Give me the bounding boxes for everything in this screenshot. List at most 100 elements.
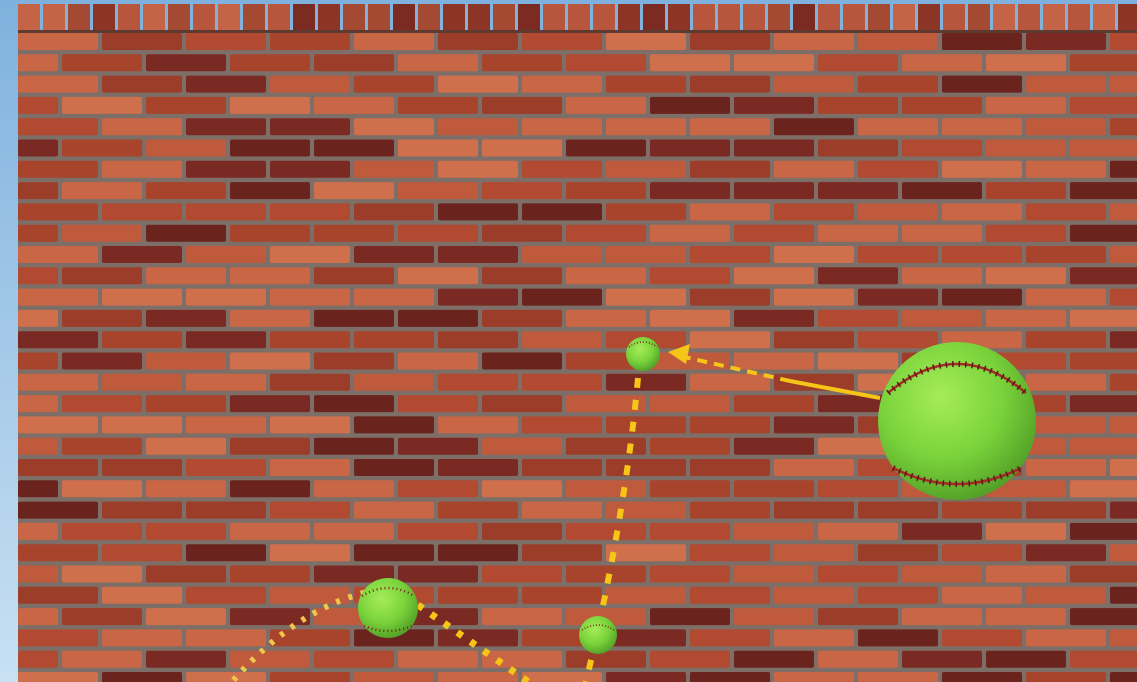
brick bbox=[1110, 161, 1137, 178]
brick bbox=[62, 225, 142, 242]
brick bbox=[146, 480, 226, 497]
brick bbox=[522, 289, 602, 306]
brick bbox=[186, 76, 266, 93]
brick bbox=[18, 374, 98, 391]
brick bbox=[774, 672, 854, 682]
brick bbox=[650, 395, 730, 412]
brick bbox=[230, 353, 310, 370]
brick bbox=[734, 353, 814, 370]
brick bbox=[186, 502, 266, 519]
brick bbox=[522, 416, 602, 433]
brick bbox=[230, 651, 310, 668]
brick bbox=[314, 182, 394, 199]
brick bbox=[354, 416, 434, 433]
cap-brick bbox=[68, 4, 90, 30]
brick bbox=[18, 651, 58, 668]
brick bbox=[566, 480, 646, 497]
brick bbox=[354, 544, 434, 561]
cap-brick bbox=[493, 4, 515, 30]
brick bbox=[62, 395, 142, 412]
brick bbox=[314, 225, 394, 242]
brick bbox=[186, 587, 266, 604]
cap-brick bbox=[818, 4, 840, 30]
brick bbox=[734, 310, 814, 327]
brick bbox=[314, 395, 394, 412]
brick bbox=[354, 118, 434, 135]
brick bbox=[650, 267, 730, 284]
brick bbox=[1110, 76, 1137, 93]
brick bbox=[398, 566, 478, 583]
brick bbox=[818, 608, 898, 625]
brick bbox=[438, 544, 518, 561]
brick bbox=[398, 182, 478, 199]
brick bbox=[146, 395, 226, 412]
brick bbox=[734, 438, 814, 455]
brick bbox=[482, 54, 562, 71]
brick bbox=[18, 161, 98, 178]
brick bbox=[398, 310, 478, 327]
brick bbox=[942, 33, 1022, 50]
brick bbox=[102, 629, 182, 646]
brick bbox=[986, 267, 1066, 284]
brick bbox=[18, 566, 58, 583]
cap-brick bbox=[43, 4, 65, 30]
brick bbox=[186, 374, 266, 391]
brick bbox=[690, 76, 770, 93]
brick bbox=[774, 416, 854, 433]
brick bbox=[102, 416, 182, 433]
brick bbox=[18, 459, 98, 476]
brick bbox=[102, 502, 182, 519]
softball-left bbox=[358, 578, 418, 638]
brick bbox=[1026, 289, 1106, 306]
brick bbox=[942, 203, 1022, 220]
brick bbox=[482, 608, 562, 625]
brick bbox=[986, 54, 1066, 71]
brick bbox=[438, 374, 518, 391]
brick bbox=[398, 54, 478, 71]
brick bbox=[942, 246, 1022, 263]
brick bbox=[1070, 97, 1137, 114]
brick bbox=[186, 416, 266, 433]
brick bbox=[522, 331, 602, 348]
brick bbox=[230, 395, 310, 412]
cap-brick bbox=[1018, 4, 1040, 30]
brick bbox=[858, 544, 938, 561]
brick bbox=[1026, 118, 1106, 135]
brick bbox=[1070, 54, 1137, 71]
brick bbox=[690, 289, 770, 306]
brick bbox=[18, 203, 98, 220]
brick bbox=[354, 203, 434, 220]
brick bbox=[774, 587, 854, 604]
brick bbox=[858, 331, 938, 348]
brick bbox=[18, 672, 98, 682]
brick bbox=[186, 289, 266, 306]
brick bbox=[902, 523, 982, 540]
cap-brick bbox=[343, 4, 365, 30]
brick bbox=[230, 225, 310, 242]
brick bbox=[398, 651, 478, 668]
brick bbox=[1110, 544, 1137, 561]
brick bbox=[186, 246, 266, 263]
brick bbox=[650, 566, 730, 583]
brick bbox=[354, 76, 434, 93]
brick bbox=[942, 502, 1022, 519]
brick bbox=[354, 246, 434, 263]
brick bbox=[18, 97, 58, 114]
cap-brick bbox=[893, 4, 915, 30]
brick bbox=[146, 651, 226, 668]
brick bbox=[818, 182, 898, 199]
brick bbox=[270, 76, 350, 93]
cap-brick bbox=[993, 4, 1015, 30]
brick bbox=[1026, 246, 1106, 263]
brick bbox=[1110, 289, 1137, 306]
cap-brick bbox=[1118, 4, 1137, 30]
brick bbox=[690, 161, 770, 178]
brick bbox=[1110, 118, 1137, 135]
brick bbox=[1026, 459, 1106, 476]
cap-brick bbox=[368, 4, 390, 30]
brick bbox=[146, 523, 226, 540]
wall-cap-row bbox=[18, 4, 1137, 33]
brick bbox=[690, 672, 770, 682]
brick bbox=[18, 225, 58, 242]
brick bbox=[690, 587, 770, 604]
